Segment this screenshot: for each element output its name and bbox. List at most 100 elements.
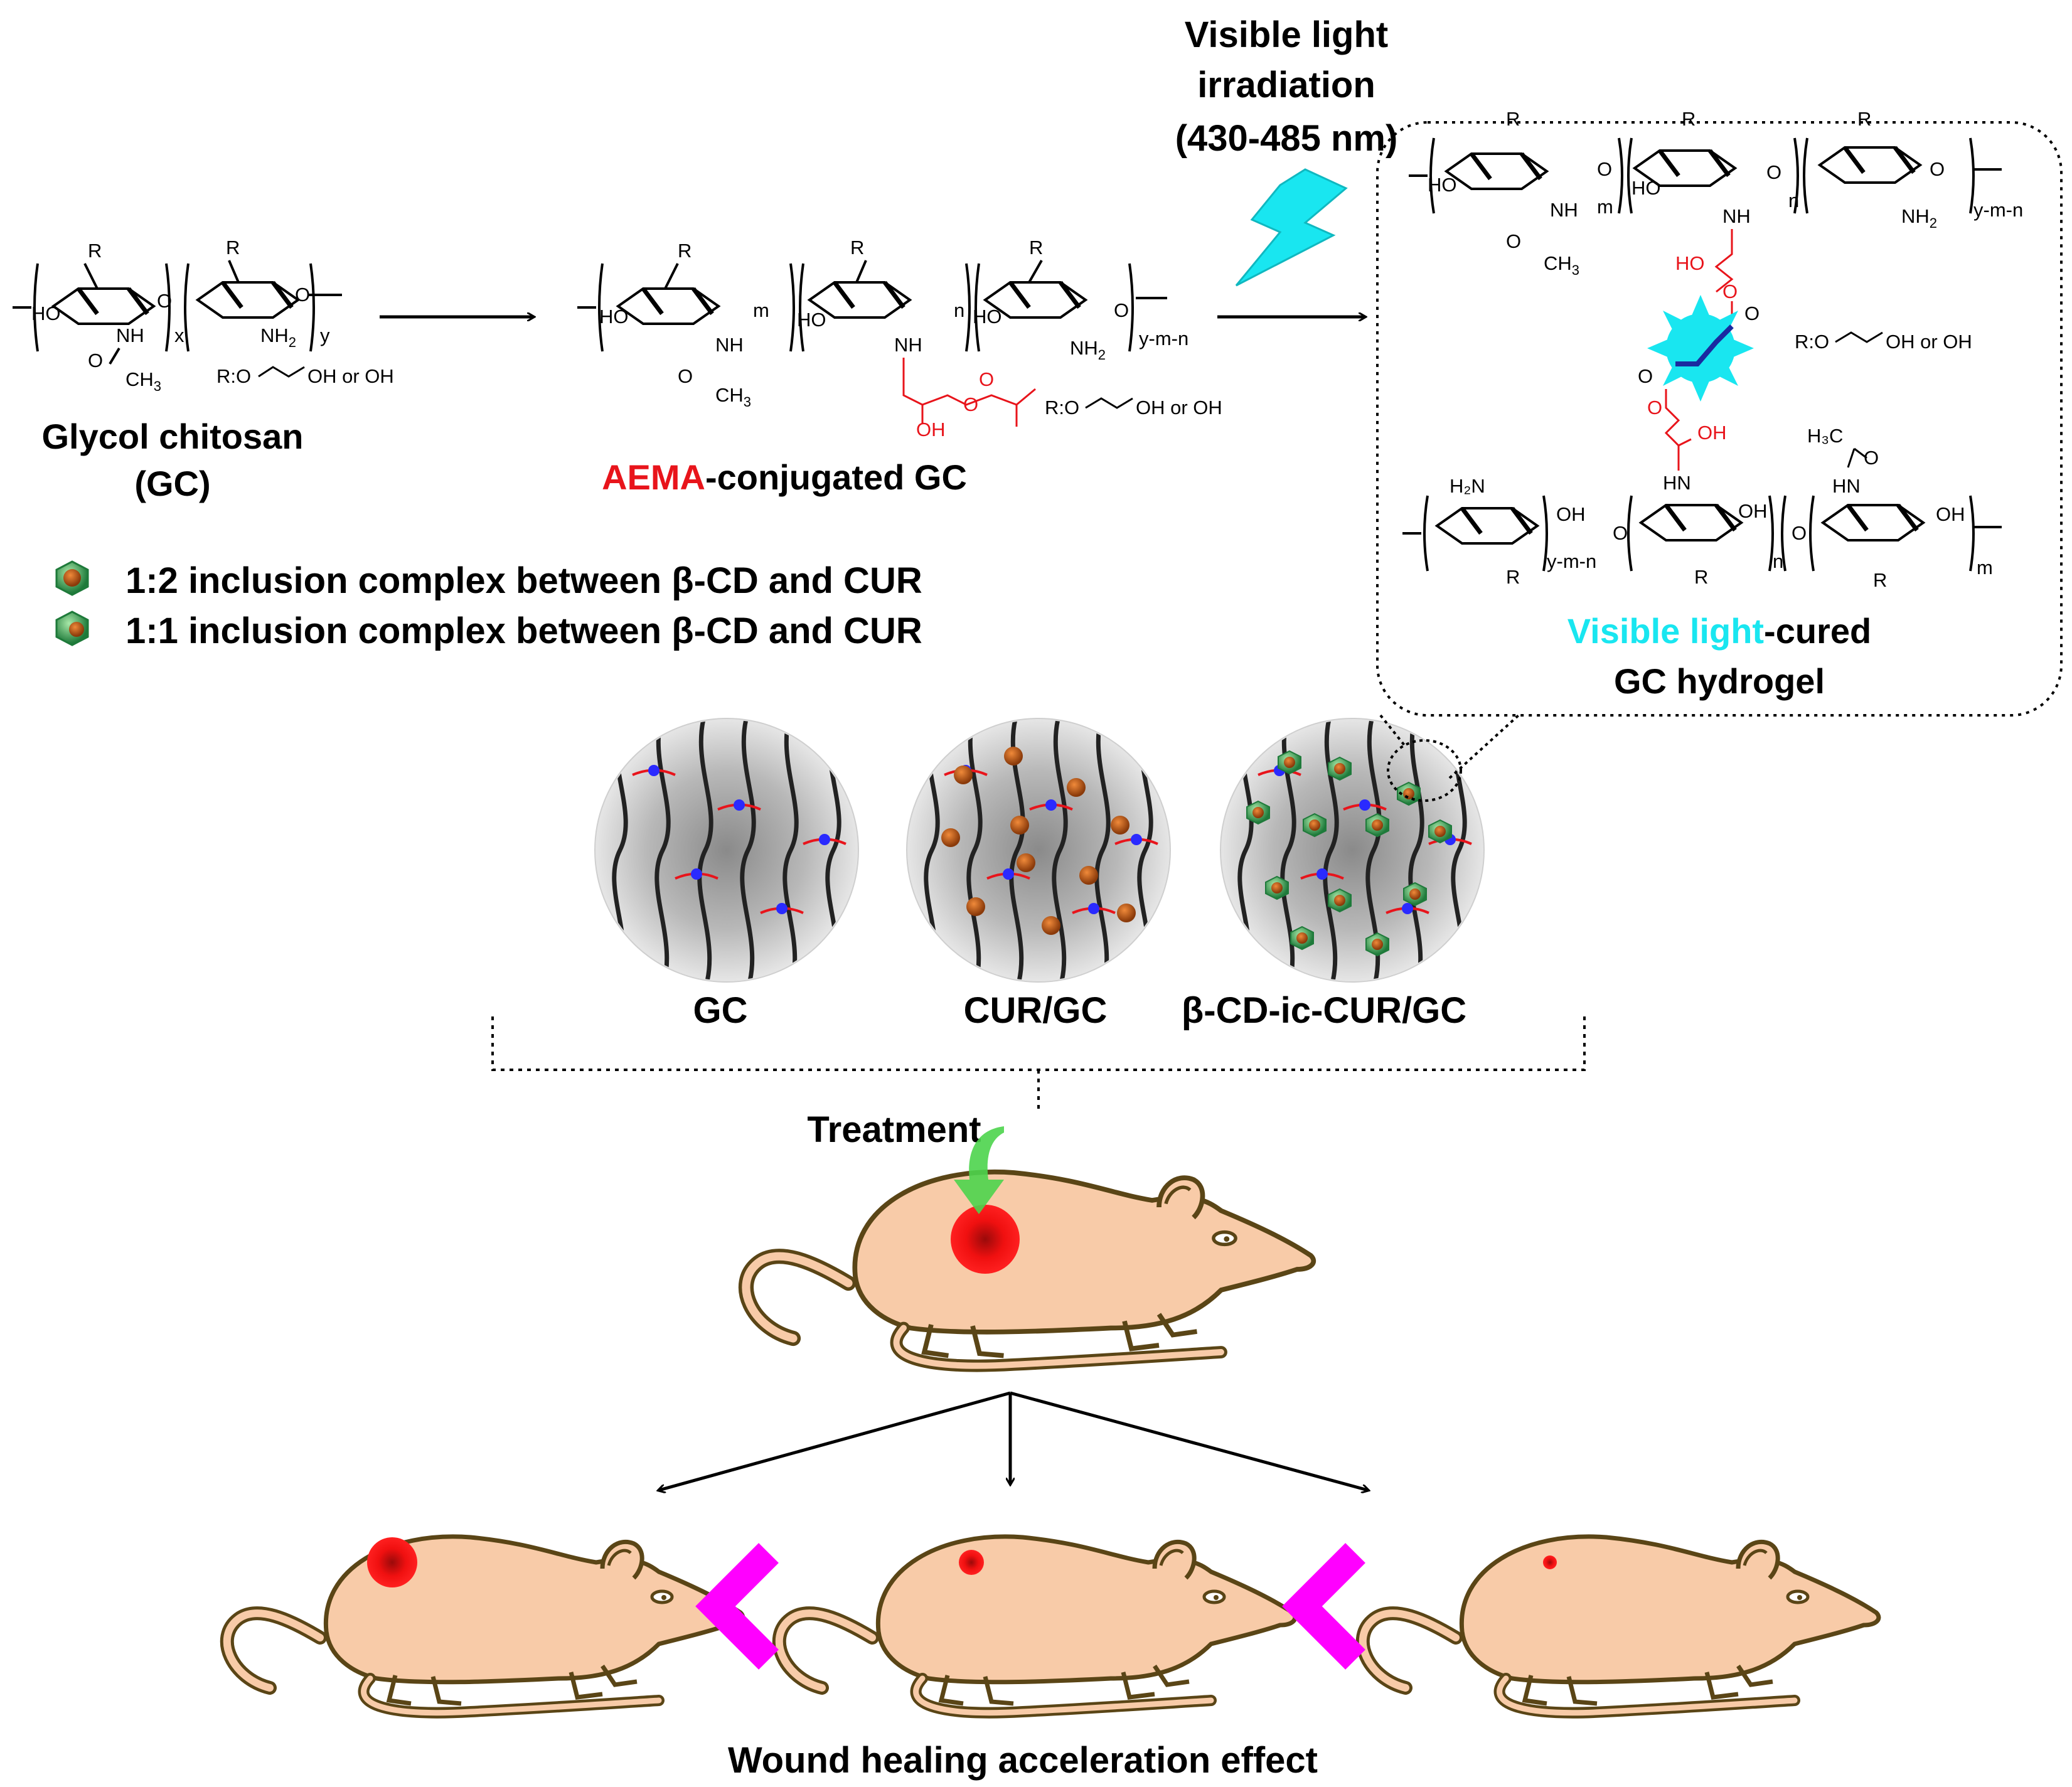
gc-y: y <box>320 324 330 346</box>
hydrogel-label-line2: GC hydrogel <box>1614 661 1825 701</box>
hydrogel-network-1 <box>906 718 1171 983</box>
gc-r-def: R:O <box>216 365 251 387</box>
hg-oh3: OH <box>1936 503 1965 525</box>
less-than-icon-1 <box>695 1543 779 1670</box>
crosslink-node <box>734 799 745 811</box>
hg-nh2b: NH2 <box>1901 205 1937 231</box>
gc-ch3: CH3 <box>125 368 161 394</box>
gc-r2: R <box>226 237 240 259</box>
curcumin-core <box>1372 939 1383 950</box>
aema-ho3: HO <box>973 306 1002 328</box>
hg-ho2: HO <box>1631 177 1661 199</box>
hg-h2n: H₂N <box>1450 475 1485 497</box>
gc-name-line2: (GC) <box>134 464 210 503</box>
curcumin-particle <box>1017 853 1035 872</box>
hg-r-def-tail: OH or OH <box>1886 331 1972 353</box>
hg-o-c3: O <box>1638 365 1653 387</box>
light-line2: irradiation <box>1197 65 1375 105</box>
polymer-chain <box>740 720 756 981</box>
hg-o-e: O <box>1792 522 1807 544</box>
aema-gc-structure: R HO NH O CH3 m R HO NH OH O O n R HO NH… <box>577 237 1222 440</box>
curcumin-core <box>1296 932 1308 944</box>
aema-n: n <box>954 299 964 321</box>
gc-r1: R <box>88 240 102 262</box>
wound-cur-gc <box>959 1550 984 1575</box>
hg-h3c: H₃C <box>1807 425 1843 447</box>
split-arrows <box>659 1391 1368 1490</box>
hg-r2: R <box>1682 108 1696 130</box>
hg-hn2: HN <box>1832 475 1861 497</box>
hg-oh1: OH <box>1556 503 1586 525</box>
hydrogel-label-line1: Visible light-cured <box>1567 611 1871 651</box>
crosslink-node <box>1045 799 1057 811</box>
gc-nh2: NH2 <box>260 324 296 350</box>
hydrogel-network-0 <box>594 718 859 983</box>
light-line3: (430-485 nm) <box>1175 118 1398 159</box>
photo-initiator-icon <box>1647 295 1754 402</box>
zoom-line-2 <box>1448 714 1520 779</box>
rat-gc <box>227 1537 743 1713</box>
aema-m: m <box>753 299 769 321</box>
curcumin-particle <box>941 828 960 847</box>
hg-o-red2: O <box>1647 397 1662 419</box>
aema-ymn: y-m-n <box>1139 328 1188 349</box>
curcumin-core <box>1434 826 1446 837</box>
polymer-chain <box>782 720 799 981</box>
rat-cur-gc <box>779 1537 1295 1713</box>
crosslink-node <box>1359 799 1370 811</box>
curcumin-particle <box>1004 747 1023 765</box>
aema-o-red: O <box>963 393 978 415</box>
hg-o-c: O <box>1930 158 1945 180</box>
legend-item-1: 1:2 inclusion complex between β-CD and C… <box>125 560 922 601</box>
wound-bcd-cur-gc <box>1543 1555 1557 1569</box>
hg-o-a: O <box>1597 158 1612 180</box>
hg-o1: O <box>1506 230 1521 252</box>
curcumin-particle <box>1111 816 1129 835</box>
gc-name-line1: Glycol chitosan <box>42 417 304 456</box>
treatment-arrow-icon <box>954 1126 1004 1214</box>
crosslink-node <box>1316 868 1328 880</box>
lightning-icon <box>1235 168 1348 287</box>
less-than-icon-2 <box>1282 1543 1365 1670</box>
gc-nh: NH <box>116 324 144 346</box>
gel-outline <box>1220 718 1485 983</box>
curcumin-core <box>1271 882 1283 894</box>
curcumin-core <box>1372 819 1383 831</box>
hg-n2: n <box>1773 550 1783 572</box>
aema-r-def: R:O <box>1045 397 1079 419</box>
crosslink-node <box>1131 834 1142 845</box>
hg-nh2: NH <box>1722 205 1751 227</box>
aema-gc-label: AEMA-conjugated GC <box>602 457 967 497</box>
wound-gc <box>367 1537 417 1587</box>
aema-oh-red: OH <box>916 419 946 440</box>
curcumin-core <box>1284 757 1295 768</box>
hg-m2: m <box>1977 557 1993 579</box>
hg-o-d: O <box>1613 522 1628 544</box>
curcumin-particle <box>1067 778 1086 797</box>
gc-o: O <box>88 349 103 371</box>
aema-ho2: HO <box>797 309 826 331</box>
polymer-chain <box>1052 720 1068 981</box>
hg-ho-red: HO <box>1675 252 1705 274</box>
gc-ho: HO <box>31 302 61 324</box>
gel-label-gc: GC <box>693 990 748 1031</box>
gel-sphere <box>1220 718 1484 982</box>
hg-r5: R <box>1694 566 1708 588</box>
aema-o-red2: O <box>979 368 994 390</box>
hg-hn: HN <box>1663 472 1691 494</box>
hg-oh-red2: OH <box>1697 422 1727 444</box>
hg-r1: R <box>1506 108 1520 130</box>
curcumin-core <box>1409 888 1421 900</box>
polymer-chain <box>697 720 713 981</box>
aema-r3: R <box>1029 237 1043 259</box>
bottom-label: Wound healing acceleration effect <box>728 1740 1318 1781</box>
gc-r-def-tail: OH or OH <box>307 365 394 387</box>
aema-nh2: NH <box>894 334 922 356</box>
polymer-chain <box>966 720 983 981</box>
hg-ch3: CH3 <box>1544 252 1579 278</box>
curcumin-core <box>1334 763 1345 774</box>
legend: 1:2 inclusion complex between β-CD and C… <box>55 560 922 651</box>
treated-rat <box>746 1172 1313 1366</box>
legend-item-2: 1:1 inclusion complex between β-CD and C… <box>125 611 922 651</box>
